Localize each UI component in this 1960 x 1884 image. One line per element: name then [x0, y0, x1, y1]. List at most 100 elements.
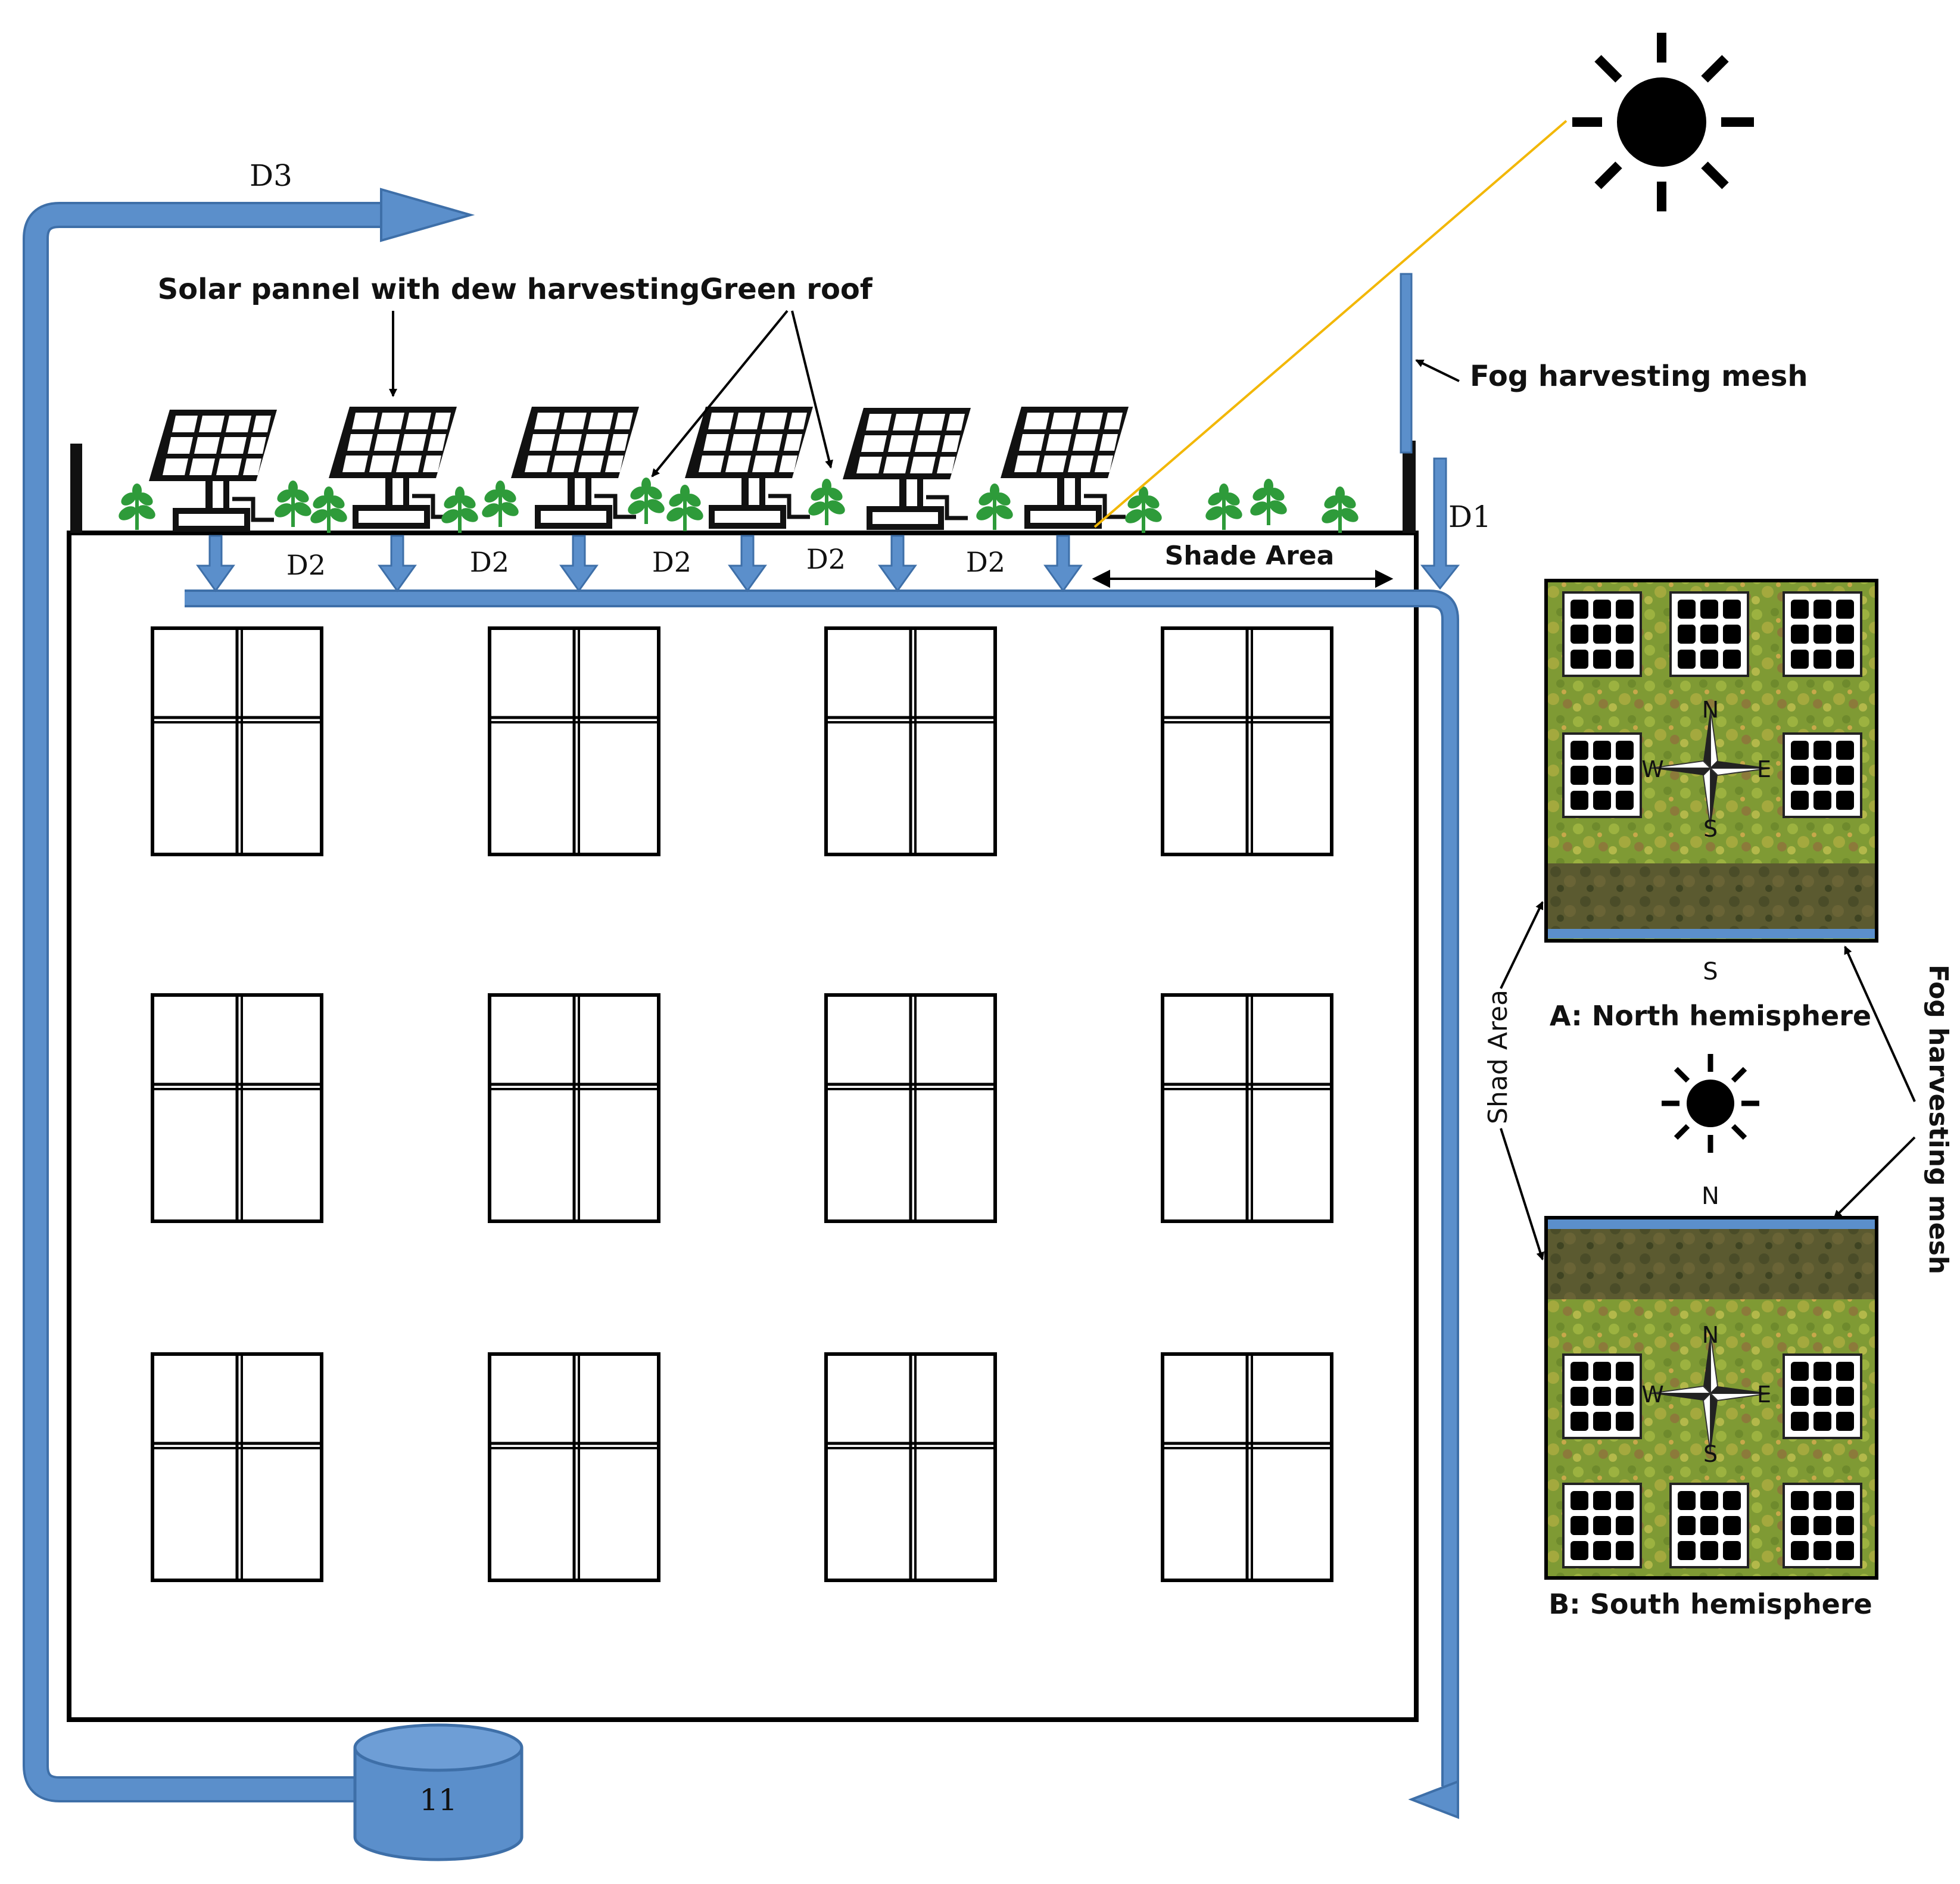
plan-solar-panel: [1669, 591, 1749, 677]
shade-area-dimension: [1092, 569, 1394, 588]
plant: [479, 481, 521, 527]
plan-solar-panel: [1562, 732, 1642, 818]
fog-mesh-strip: [1548, 929, 1875, 938]
compass-n: N: [1702, 697, 1719, 723]
compass-w: W: [1641, 756, 1664, 782]
plan-b-north-label: N: [1702, 1183, 1719, 1210]
plan-solar-panel: [1783, 591, 1862, 677]
window: [152, 1354, 322, 1580]
d2-arrow: [878, 535, 917, 592]
plant: [1319, 486, 1361, 533]
solar-panel: [1001, 407, 1129, 526]
plan-a-south-label: S: [1703, 958, 1718, 985]
fog-mesh-strip: [1548, 1219, 1875, 1229]
compass-e: E: [1757, 756, 1771, 782]
d1-label: D1: [1448, 500, 1491, 534]
window: [1163, 628, 1332, 854]
window: [152, 995, 322, 1221]
window: [826, 628, 995, 854]
solar-panel-label: Solar pannel with dew harvesting: [158, 273, 700, 306]
sun-icon: [1093, 33, 1754, 528]
compass-w: W: [1641, 1381, 1664, 1408]
plant: [439, 486, 481, 533]
small-sun-icon: [1662, 1054, 1759, 1153]
window: [1163, 995, 1332, 1221]
d3-label: D3: [250, 158, 292, 193]
shad-area-side-label: Shad Area: [1483, 990, 1513, 1124]
window: [490, 995, 659, 1221]
d3-return-pipe: [23, 188, 475, 1802]
plant: [806, 479, 847, 525]
shade-area-label: Shade Area: [1165, 541, 1335, 571]
plan-solar-panel: [1562, 1353, 1642, 1439]
plan-solar-panel: [1783, 1483, 1862, 1568]
d2-drain-arrows: [196, 535, 1083, 592]
plant: [1123, 486, 1164, 533]
collection-arrow-head: [1408, 1780, 1459, 1819]
solar-panel: [843, 408, 971, 527]
south-hemisphere-plan: N S W E: [1544, 1216, 1878, 1580]
north-hemisphere-plan: N S W E: [1544, 579, 1878, 943]
sun-ray: [1093, 120, 1568, 528]
d2-arrow: [378, 535, 417, 592]
d1-arrow: [1420, 457, 1460, 590]
parapet-right: [1403, 441, 1416, 533]
d2-arrow: [196, 535, 235, 592]
shade-area-zone: [1548, 1229, 1875, 1299]
compass-s: S: [1703, 1441, 1718, 1467]
compass-n: N: [1702, 1322, 1719, 1348]
plant: [664, 485, 706, 531]
shad-area-leader: [1500, 1128, 1545, 1261]
d2-arrow: [559, 535, 599, 592]
plant: [272, 481, 314, 527]
compass-e: E: [1757, 1381, 1771, 1408]
building: [67, 441, 1419, 1722]
fog-mesh-leader: [1415, 359, 1460, 382]
plan-solar-panel: [1783, 732, 1862, 818]
green-roof-leader: [651, 310, 789, 478]
parapet-left: [70, 444, 82, 533]
tank-label: 11: [419, 1783, 457, 1817]
d2-label: D2: [966, 546, 1005, 578]
collection-pipe: [185, 589, 1459, 1819]
solar-panel: [149, 410, 277, 529]
solar-panel: [511, 407, 639, 526]
plant: [1248, 479, 1289, 525]
plan-solar-panel: [1669, 1483, 1749, 1568]
window: [1163, 1354, 1332, 1580]
plan-solar-panel: [1783, 1353, 1862, 1439]
d2-label: D2: [286, 549, 326, 581]
plant: [116, 484, 158, 530]
fog-mesh-side-leader: [1844, 946, 1916, 1102]
fog-mesh-side-leader: [1833, 1136, 1916, 1219]
d2-label: D2: [652, 546, 691, 578]
north-hemisphere-label: A: North hemisphere: [1550, 1000, 1871, 1032]
d2-arrow: [728, 535, 767, 592]
plant: [1203, 484, 1245, 530]
compass-s: S: [1703, 816, 1718, 842]
fog-mesh-label: Fog harvesting mesh: [1470, 360, 1808, 393]
d3-arrow-head: [380, 188, 475, 242]
window: [490, 628, 659, 854]
fog-harvesting-mesh: [1400, 273, 1413, 454]
d2-label: D2: [470, 546, 509, 578]
window: [152, 628, 322, 854]
shade-area-zone: [1548, 863, 1875, 935]
d2-label: D2: [806, 543, 846, 575]
d2-arrow: [1043, 535, 1083, 592]
green-roof-leader: [791, 310, 833, 469]
plan-solar-panel: [1562, 591, 1642, 677]
water-tank: 11: [353, 1723, 524, 1861]
fog-mesh-side-label: Fog harvesting mesh: [1923, 965, 1953, 1274]
d2-labels: D2 D2 D2 D2 D2: [286, 543, 1005, 581]
plant: [974, 484, 1015, 530]
window: [826, 1354, 995, 1580]
plant: [308, 486, 350, 533]
window: [826, 995, 995, 1221]
window: [490, 1354, 659, 1580]
plan-solar-panel: [1562, 1483, 1642, 1568]
solar-panel: [329, 407, 457, 526]
green-roof-label: Green roof: [700, 273, 873, 306]
solar-panel: [685, 407, 813, 526]
